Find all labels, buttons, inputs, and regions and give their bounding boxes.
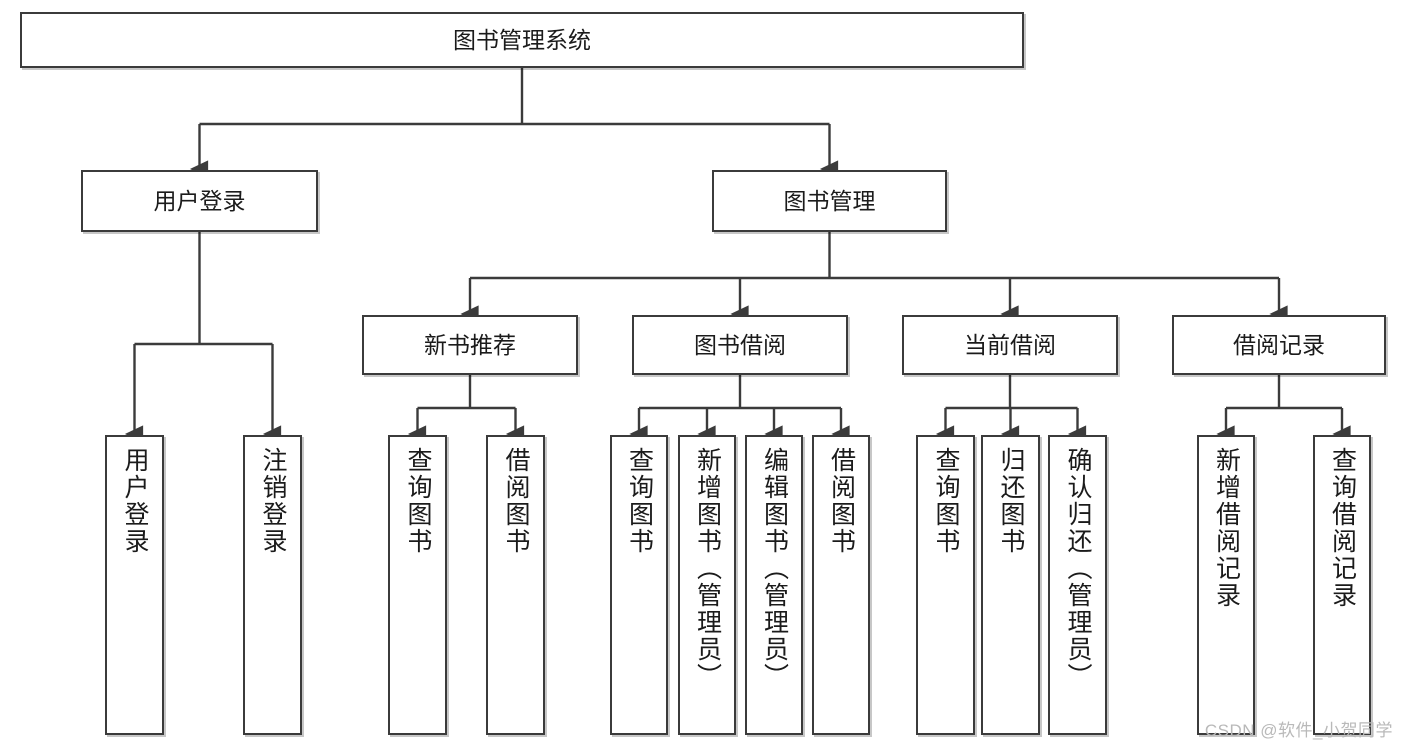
leaf-query-book-b[interactable]: 查询图书 [610, 435, 668, 735]
leaf-add-record-label: 新增借阅记录 [1212, 447, 1241, 609]
leaf-query-book-a-label: 查询图书 [404, 447, 432, 555]
watermark: CSDN @软件_小贺同学 [1204, 721, 1393, 740]
node-book-borrow[interactable]: 图书借阅 [632, 315, 848, 375]
leaf-query-book-b-label: 查询图书 [625, 447, 654, 555]
leaf-add-book[interactable]: 新增图书（管理员） [678, 435, 736, 735]
leaf-query-record[interactable]: 查询借阅记录 [1313, 435, 1371, 735]
leaf-query-book-c-label: 查询图书 [932, 447, 960, 555]
leaf-logout[interactable]: 注销登录 [243, 435, 302, 735]
leaf-user-login-label: 用户登录 [121, 447, 149, 555]
node-current-borrow-label: 当前借阅 [964, 331, 1056, 358]
leaf-borrow-book-b-label: 借阅图书 [827, 447, 856, 555]
leaf-return-book-label: 归还图书 [997, 447, 1025, 555]
leaf-return-book[interactable]: 归还图书 [981, 435, 1040, 735]
node-new-book-recommend-label: 新书推荐 [424, 331, 516, 358]
node-root-label: 图书管理系统 [453, 26, 591, 53]
leaf-borrow-book-a[interactable]: 借阅图书 [486, 435, 545, 735]
leaf-add-record[interactable]: 新增借阅记录 [1197, 435, 1255, 735]
node-book-manage-label: 图书管理 [783, 187, 876, 214]
leaf-borrow-book-b[interactable]: 借阅图书 [812, 435, 870, 735]
node-book-borrow-label: 图书借阅 [694, 331, 786, 358]
leaf-user-login[interactable]: 用户登录 [105, 435, 164, 735]
node-borrow-record-label: 借阅记录 [1233, 331, 1325, 358]
leaf-edit-book-label: 编辑图书（管理员） [760, 447, 789, 690]
leaf-borrow-book-a-label: 借阅图书 [502, 447, 530, 555]
node-current-borrow[interactable]: 当前借阅 [902, 315, 1118, 375]
leaf-edit-book[interactable]: 编辑图书（管理员） [745, 435, 803, 735]
node-book-manage[interactable]: 图书管理 [712, 170, 947, 232]
leaf-query-book-a[interactable]: 查询图书 [388, 435, 447, 735]
leaf-add-book-label: 新增图书（管理员） [693, 447, 722, 690]
node-user-login-label: 用户登录 [153, 187, 246, 214]
node-new-book-recommend[interactable]: 新书推荐 [362, 315, 578, 375]
leaf-logout-label: 注销登录 [259, 447, 287, 555]
leaf-query-book-c[interactable]: 查询图书 [916, 435, 975, 735]
leaf-query-record-label: 查询借阅记录 [1328, 447, 1357, 609]
node-borrow-record[interactable]: 借阅记录 [1172, 315, 1386, 375]
leaf-confirm-return-label: 确认归还（管理员） [1064, 447, 1092, 690]
leaf-confirm-return[interactable]: 确认归还（管理员） [1048, 435, 1107, 735]
node-user-login[interactable]: 用户登录 [81, 170, 318, 232]
node-root[interactable]: 图书管理系统 [20, 12, 1024, 68]
